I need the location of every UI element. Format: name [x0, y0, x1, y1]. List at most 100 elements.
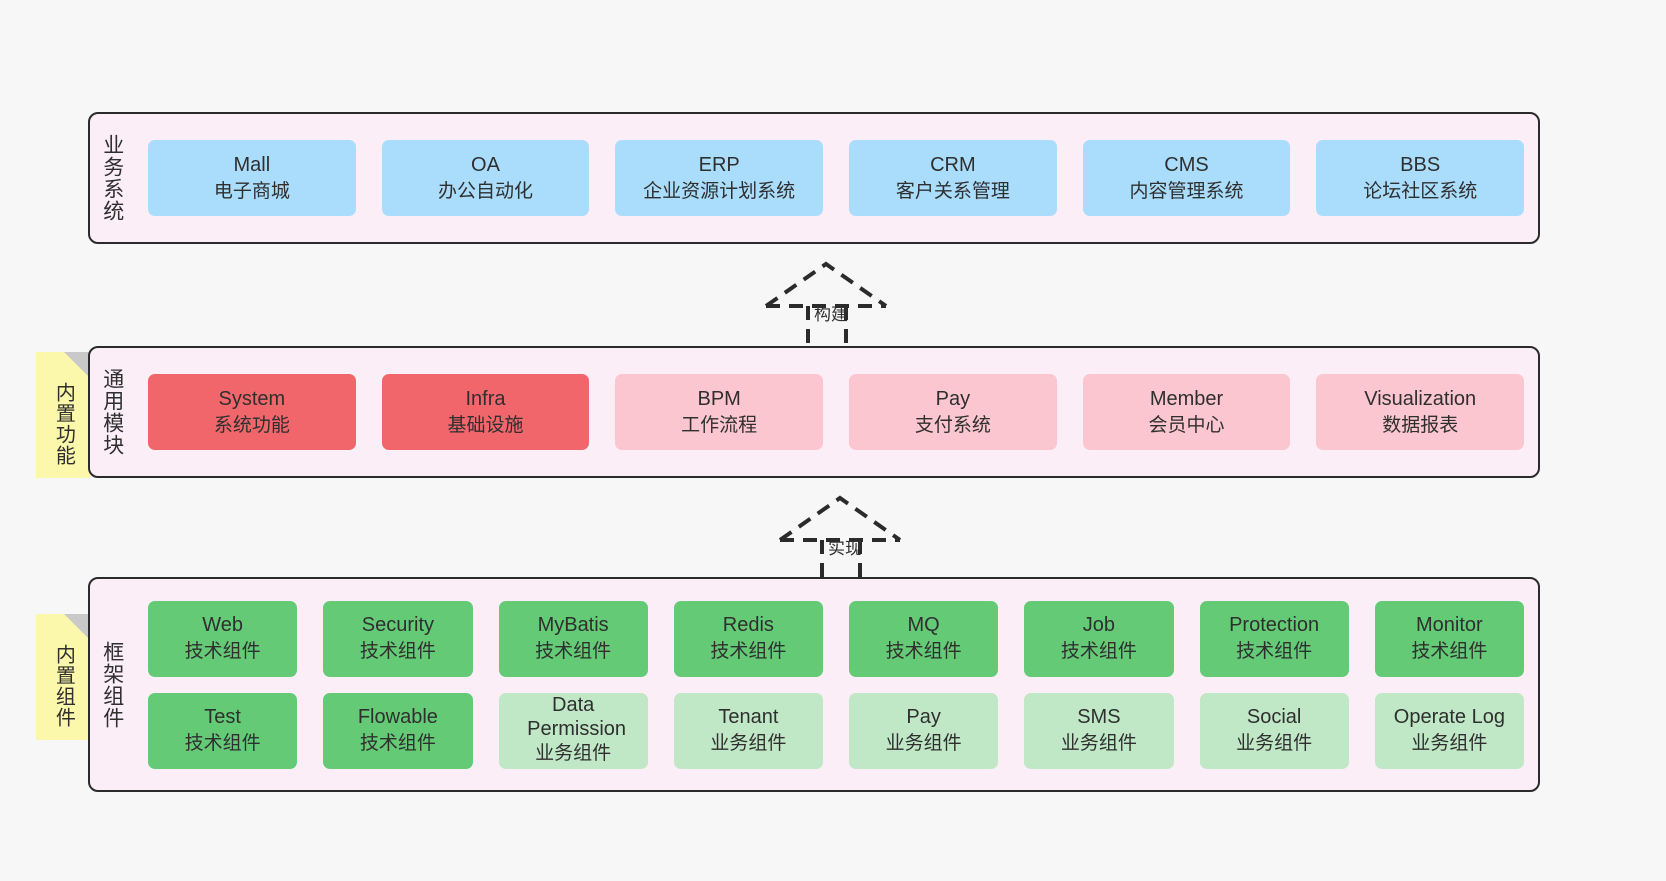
module-card-system[interactable]: System 系统功能 [148, 374, 356, 450]
card-subtitle: 技术组件 [184, 733, 261, 755]
framework-card-flowable[interactable]: Flowable 技术组件 [323, 692, 473, 769]
card-title: Social [1246, 706, 1302, 729]
card-title: Member [1149, 387, 1224, 410]
card-subtitle: 技术组件 [1060, 641, 1137, 663]
card-title: Flowable [357, 706, 438, 729]
card-subtitle: 技术组件 [184, 641, 261, 663]
implement-arrow-icon [778, 495, 902, 584]
business-card-oa[interactable]: OA 办公自动化 [381, 140, 590, 216]
card-subtitle: 技术组件 [885, 641, 962, 663]
builtin-component-sticky: 内置组件 [36, 614, 90, 740]
module-card-visualization[interactable]: Visualization 数据报表 [1316, 374, 1525, 450]
module-card-infra[interactable]: Infra 基础设施 [381, 374, 590, 450]
card-subtitle: 技术组件 [710, 641, 787, 663]
card-title: Pay [906, 706, 941, 729]
card-subtitle: 业务组件 [1060, 733, 1137, 755]
framework-component-body: Web 技术组件 Security 技术组件 MyBatis 技术组件 Redi… [134, 579, 1538, 790]
card-subtitle: 业务组件 [710, 733, 787, 755]
business-card-mall[interactable]: Mall 电子商城 [148, 140, 356, 216]
framework-card-tenant[interactable]: Tenant 业务组件 [673, 692, 823, 769]
framework-card-mybatis[interactable]: MyBatis 技术组件 [498, 600, 648, 677]
common-module-label: 通用模块 [100, 368, 124, 456]
business-card-cms[interactable]: CMS 内容管理系统 [1082, 140, 1291, 216]
framework-tech-row: Web 技术组件 Security 技术组件 MyBatis 技术组件 Redi… [148, 600, 1524, 677]
card-subtitle: 客户关系管理 [895, 180, 1010, 202]
card-subtitle: 业务组件 [885, 733, 962, 755]
builtin-function-sticky: 内置功能 [36, 352, 90, 478]
card-title: Job [1082, 614, 1115, 637]
build-arrow-group: 构建 [758, 258, 918, 350]
common-module-section: 通用模块 System 系统功能 Infra 基础设施 BPM 工作流程 Pay… [88, 346, 1540, 478]
framework-card-sms[interactable]: SMS 业务组件 [1024, 692, 1174, 769]
builtin-function-sticky-label: 内置功能 [52, 382, 75, 466]
framework-card-security[interactable]: Security 技术组件 [323, 600, 473, 677]
framework-card-social[interactable]: Social 业务组件 [1199, 692, 1349, 769]
card-subtitle: 办公自动化 [438, 180, 534, 202]
business-card-crm[interactable]: CRM 客户关系管理 [849, 140, 1057, 216]
framework-business-row: Test 技术组件 Flowable 技术组件 Data Permission … [148, 692, 1524, 769]
card-title: System [218, 387, 286, 410]
card-title: Visualization [1364, 387, 1477, 410]
framework-card-data-permission[interactable]: Data Permission 业务组件 [498, 692, 648, 769]
framework-card-web[interactable]: Web 技术组件 [148, 600, 298, 677]
framework-card-operate-log[interactable]: Operate Log 业务组件 [1374, 692, 1524, 769]
card-subtitle: 会员中心 [1148, 414, 1225, 436]
card-title: Protection [1229, 614, 1320, 637]
card-title: Test [204, 706, 241, 729]
framework-card-redis[interactable]: Redis 技术组件 [673, 600, 823, 677]
card-title: Operate Log [1393, 706, 1505, 729]
card-subtitle: 电子商城 [213, 180, 290, 202]
card-title: OA [471, 153, 500, 176]
card-title: Redis [722, 614, 774, 637]
framework-card-job[interactable]: Job 技术组件 [1024, 600, 1174, 677]
card-title: Data Permission [527, 694, 627, 740]
card-title: Mall [233, 153, 271, 176]
card-title: Pay [935, 387, 971, 410]
card-title: BPM [697, 387, 741, 410]
card-subtitle: 系统功能 [213, 414, 290, 436]
card-title: MyBatis [537, 614, 609, 637]
build-arrow-label: 构建 [814, 305, 848, 324]
card-title: Infra [465, 387, 506, 410]
card-title: Security [361, 614, 434, 637]
card-title: BBS [1400, 153, 1441, 176]
card-title: Tenant [718, 706, 779, 729]
implement-arrow-group: 实现 [772, 492, 932, 584]
card-subtitle: 业务组件 [1236, 733, 1313, 755]
builtin-component-sticky-label: 内置组件 [52, 644, 75, 728]
framework-card-monitor[interactable]: Monitor 技术组件 [1374, 600, 1524, 677]
framework-component-label: 框架组件 [100, 640, 124, 729]
module-card-pay[interactable]: Pay 支付系统 [849, 374, 1057, 450]
business-card-erp[interactable]: ERP 企业资源计划系统 [615, 140, 824, 216]
framework-card-protection[interactable]: Protection 技术组件 [1199, 600, 1349, 677]
module-card-member[interactable]: Member 会员中心 [1082, 374, 1291, 450]
card-subtitle: 业务组件 [1411, 733, 1488, 755]
business-card-bbs[interactable]: BBS 论坛社区系统 [1316, 140, 1525, 216]
card-title: Web [202, 614, 243, 637]
framework-card-mq[interactable]: MQ 技术组件 [849, 600, 999, 677]
card-subtitle: 技术组件 [359, 641, 436, 663]
card-subtitle: 论坛社区系统 [1363, 180, 1478, 202]
card-subtitle: 企业资源计划系统 [643, 180, 796, 202]
card-subtitle: 内容管理系统 [1129, 180, 1244, 202]
implement-arrow-label: 实现 [828, 539, 862, 558]
card-subtitle: 工作流程 [681, 414, 758, 436]
business-system-row: Mall 电子商城 OA 办公自动化 ERP 企业资源计划系统 CRM 客户关系… [148, 140, 1525, 216]
card-title: SMS [1077, 706, 1121, 729]
card-subtitle: 技术组件 [1236, 641, 1313, 663]
card-subtitle: 基础设施 [447, 414, 524, 436]
framework-card-test[interactable]: Test 技术组件 [148, 692, 298, 769]
business-system-section: 业务系统 Mall 电子商城 OA 办公自动化 ERP 企业资源计划系统 CRM… [88, 112, 1540, 244]
common-module-row: System 系统功能 Infra 基础设施 BPM 工作流程 Pay 支付系统… [148, 374, 1525, 450]
business-system-label: 业务系统 [100, 134, 124, 222]
card-subtitle: 业务组件 [535, 743, 612, 765]
card-subtitle: 数据报表 [1382, 414, 1459, 436]
card-title: CRM [930, 153, 976, 176]
card-title: Monitor [1416, 614, 1483, 637]
business-system-body: Mall 电子商城 OA 办公自动化 ERP 企业资源计划系统 CRM 客户关系… [134, 114, 1538, 242]
framework-component-section: 框架组件 Web 技术组件 Security 技术组件 MyBatis 技术组件… [88, 577, 1540, 792]
card-title: ERP [698, 153, 740, 176]
module-card-bpm[interactable]: BPM 工作流程 [615, 374, 824, 450]
framework-card-pay[interactable]: Pay 业务组件 [849, 692, 999, 769]
card-title: CMS [1164, 153, 1209, 176]
